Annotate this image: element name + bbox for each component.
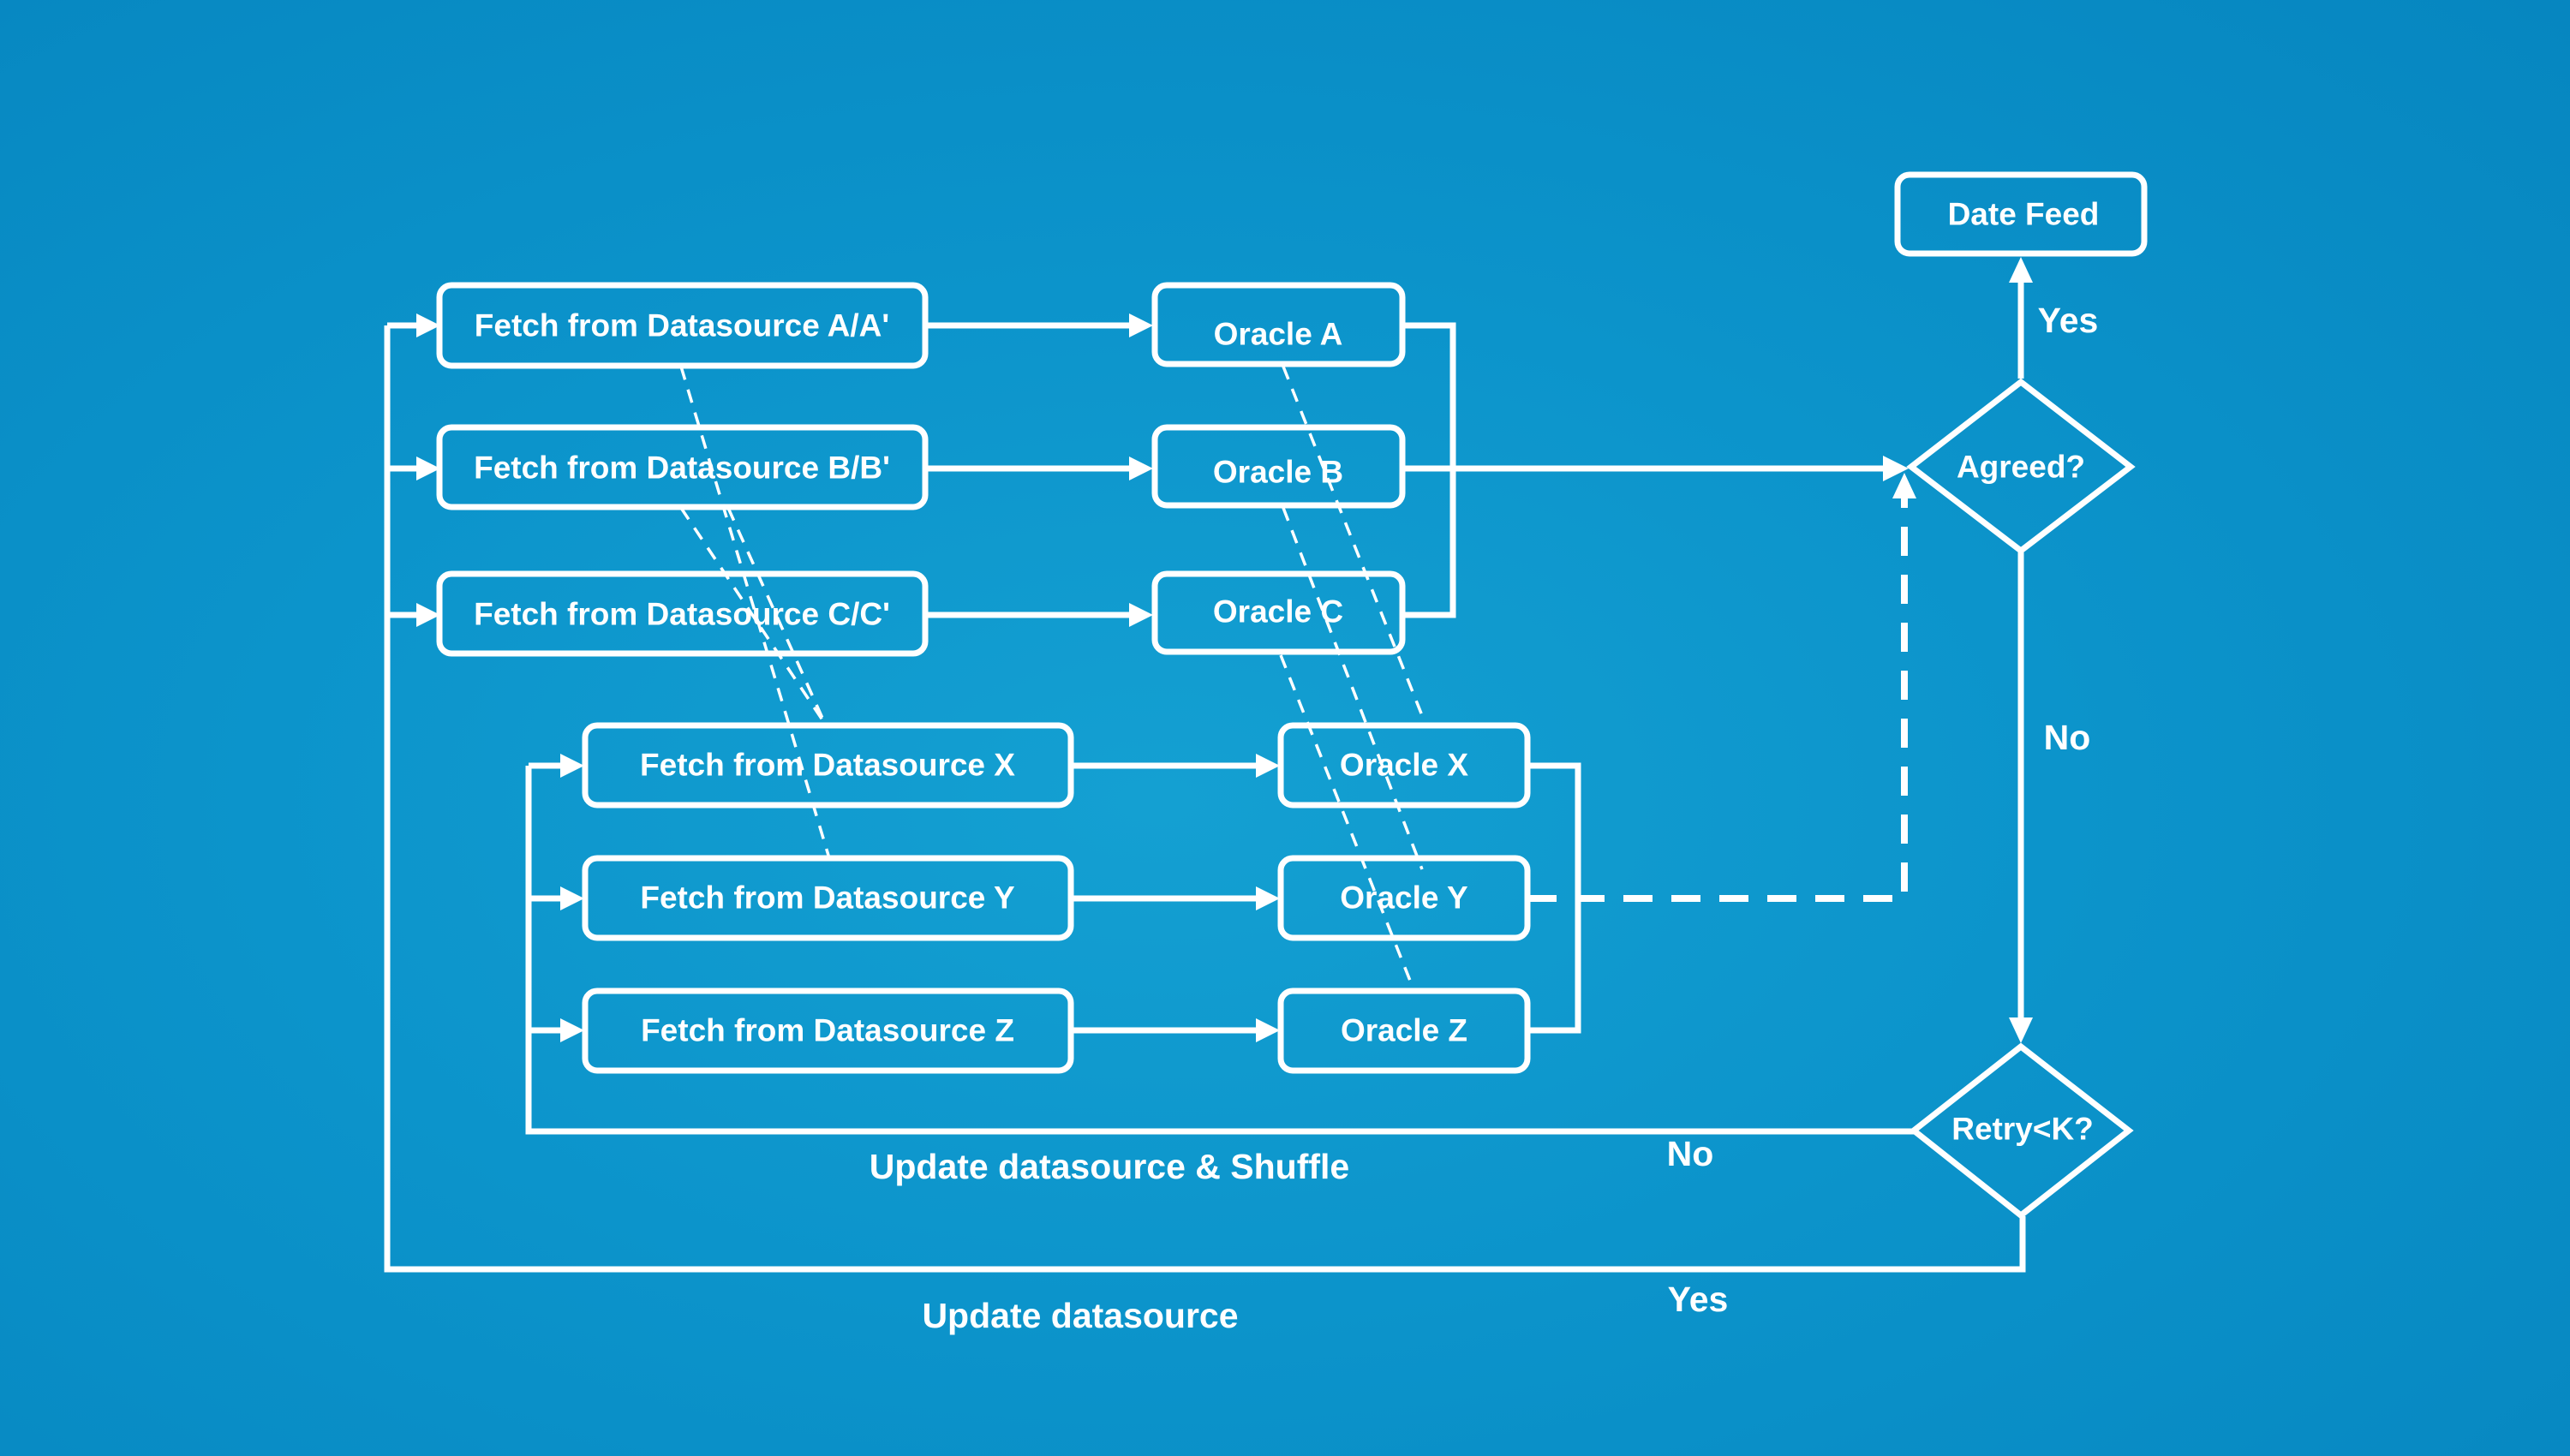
date-feed-label: Date Feed bbox=[1948, 197, 2100, 232]
arrowhead-fetch-c bbox=[416, 603, 440, 627]
arrowhead-fetch-y bbox=[560, 886, 584, 910]
retry-decision: Retry<K? bbox=[1909, 1042, 2134, 1220]
cross-line-right-3 bbox=[1279, 654, 1415, 990]
arrowhead-oracle-y bbox=[1256, 886, 1280, 910]
arrowhead-oracle-c bbox=[1129, 603, 1153, 627]
fetch-box-y: Fetch from Datasource Y bbox=[582, 855, 1074, 941]
fetch-box-b: Fetch from Datasource B/B' bbox=[436, 424, 929, 510]
arrowhead-agreed-bottom bbox=[1892, 473, 1916, 498]
fetch-box-z-label: Fetch from Datasource Z bbox=[641, 1013, 1014, 1048]
agreed-decision: Agreed? bbox=[1906, 378, 2136, 555]
oracle-box-a-label: Oracle A bbox=[1214, 317, 1343, 352]
cross-line-left-2 bbox=[679, 507, 827, 725]
label-retry-no: No bbox=[1667, 1134, 1714, 1173]
oracle-box-x: Oracle X bbox=[1277, 722, 1531, 809]
arrowhead-oracle-a bbox=[1129, 313, 1153, 337]
oracle-box-z: Oracle Z bbox=[1277, 988, 1531, 1074]
label-shuffle-loop: Update datasource & Shuffle bbox=[870, 1147, 1349, 1186]
oracle-box-a: Oracle A bbox=[1151, 282, 1406, 367]
arrowhead-date-feed bbox=[2009, 257, 2033, 283]
cross-line-left-3 bbox=[726, 507, 827, 725]
fetch-box-a: Fetch from Datasource A/A' bbox=[436, 282, 929, 369]
agreed-decision-label: Agreed? bbox=[1957, 450, 2085, 485]
fetch-box-x: Fetch from Datasource X bbox=[582, 722, 1074, 809]
cross-line-right-1 bbox=[1282, 366, 1428, 727]
fetch-box-c-label: Fetch from Datasource C/C' bbox=[474, 597, 890, 632]
arrowhead-oracle-b bbox=[1129, 456, 1153, 480]
oracle-box-c: Oracle C bbox=[1151, 570, 1406, 655]
fetch-box-b-label: Fetch from Datasource B/B' bbox=[474, 451, 890, 486]
label-retry-yes: Yes bbox=[1668, 1280, 1729, 1319]
oracle-box-z-label: Oracle Z bbox=[1341, 1013, 1467, 1048]
arrowhead-fetch-z bbox=[560, 1018, 584, 1042]
connectors bbox=[384, 278, 2026, 1273]
edge-retry-yes-loop bbox=[384, 325, 2026, 1273]
oracle-box-y: Oracle Y bbox=[1277, 855, 1531, 941]
label-agreed-no: No bbox=[2044, 718, 2091, 757]
fetch-box-z: Fetch from Datasource Z bbox=[582, 988, 1074, 1074]
arrowhead-agreed-left bbox=[1883, 456, 1909, 481]
label-update-loop: Update datasource bbox=[922, 1296, 1238, 1335]
oracle-box-x-label: Oracle X bbox=[1340, 748, 1468, 783]
fetch-box-a-label: Fetch from Datasource A/A' bbox=[475, 308, 889, 343]
oracle-box-b-label: Oracle B bbox=[1213, 455, 1343, 490]
oracle-box-b: Oracle B bbox=[1151, 424, 1406, 509]
oracle-box-c-label: Oracle C bbox=[1213, 594, 1343, 630]
cross-line-right-2 bbox=[1282, 507, 1424, 870]
arrowhead-fetch-a bbox=[416, 313, 440, 337]
edge-retry-no-loop bbox=[525, 766, 1914, 1135]
retry-decision-label: Retry<K? bbox=[1951, 1112, 2094, 1147]
fetch-box-y-label: Fetch from Datasource Y bbox=[640, 880, 1015, 916]
edge-backup-oracles-to-agreed bbox=[1527, 497, 1908, 902]
arrowhead-retry bbox=[2009, 1017, 2033, 1043]
date-feed-box: Date Feed bbox=[1894, 171, 2148, 257]
oracle-box-y-label: Oracle Y bbox=[1340, 880, 1468, 916]
shuffle-cross-lines bbox=[679, 366, 1428, 990]
edge-labels: Yes No No Yes Update datasource & Shuffl… bbox=[870, 301, 2099, 1335]
arrowheads bbox=[416, 257, 2033, 1043]
arrowhead-fetch-b bbox=[416, 456, 440, 480]
fetch-box-x-label: Fetch from Datasource X bbox=[640, 748, 1015, 783]
fetch-box-c: Fetch from Datasource C/C' bbox=[436, 570, 929, 657]
arrowhead-oracle-z bbox=[1256, 1018, 1280, 1042]
label-agreed-yes: Yes bbox=[2038, 301, 2099, 340]
arrowhead-oracle-x bbox=[1256, 754, 1280, 778]
cross-line-left-1 bbox=[679, 366, 831, 859]
arrowhead-fetch-x bbox=[560, 754, 584, 778]
